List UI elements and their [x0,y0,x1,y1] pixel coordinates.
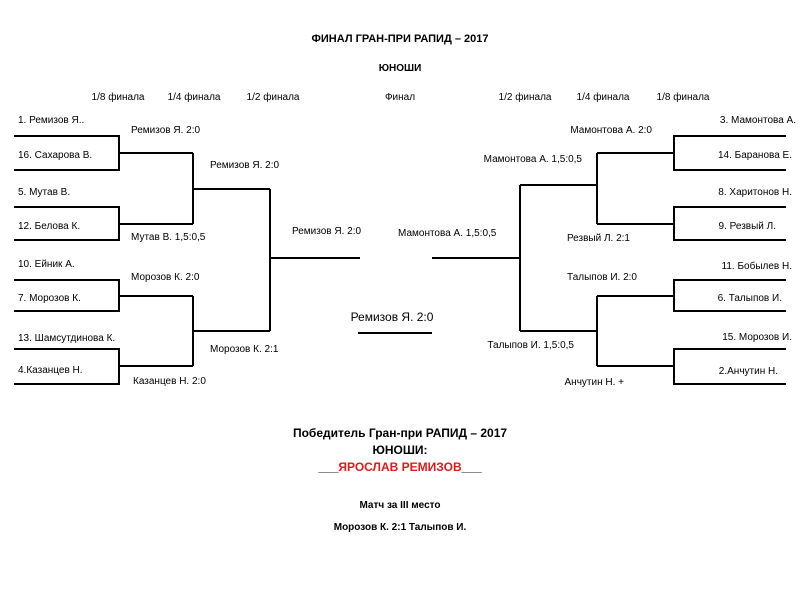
left-final-result: Ремизов Я. 2:0 [292,226,362,237]
left-r16-player: 4.Казанцев Н. [18,365,83,376]
left-r16-player: 12. Белова К. [18,221,81,232]
right-qf-result: Мамонтова А. 2:0 [570,125,652,136]
right-qf-result: Анчутин Н. + [564,377,625,388]
right-r16-player: 6. Талыпов И. [717,293,782,304]
third-place-heading: Матч за III место [359,500,441,511]
left-r16-player: 5. Мутав В. [18,187,71,198]
left-r16-player: 16. Сахарова В. [18,150,93,161]
right-r16-player: 11. Бобылев Н. [721,261,792,272]
right-r16-player: 8. Харитонов Н. [718,187,792,198]
winner-name-prefix: ___ [318,460,339,474]
page-subtitle: ЮНОШИ [378,63,422,74]
winner-heading: Победитель Гран-при РАПИД – 2017 [292,426,508,440]
winner-name: ЯРОСЛАВ РЕМИЗОВ [338,460,462,474]
round-label-left-qf: 1/4 финала [167,92,221,103]
right-r16-player: 9. Резвый Л. [718,221,776,232]
right-r16-player: 14. Баранова Е. [718,150,792,161]
left-sf-result: Морозов К. 2:1 [210,344,279,355]
left-sf-result: Ремизов Я. 2:0 [210,160,280,171]
left-qf-result: Ремизов Я. 2:0 [131,125,201,136]
left-r16-player: 7. Морозов К. [18,293,81,304]
round-label-left-r16: 1/8 финала [91,92,145,103]
left-r16-player: 10. Ейник А. [18,259,75,270]
right-r16-player: 2.Анчутин Н. [718,366,778,377]
winner-category: ЮНОШИ: [372,443,428,457]
round-label-left-sf: 1/2 финала [246,92,300,103]
left-qf-result: Казанцев Н. 2:0 [133,376,206,387]
right-r16-player: 3. Мамонтова А. [719,115,796,126]
round-label-right-r16: 1/8 финала [656,92,710,103]
winner-name-suffix: ___ [461,460,482,474]
right-final-result: Мамонтова А. 1,5:0,5 [398,228,497,239]
left-r16-player: 13. Шамсутдинова К. [18,333,116,344]
round-label-right-sf: 1/2 финала [498,92,552,103]
final-match-result: Ремизов Я. 2:0 [350,310,434,324]
left-qf-result: Морозов К. 2:0 [131,272,200,283]
right-qf-result: Талыпов И. 2:0 [567,272,637,283]
round-label-right-qf: 1/4 финала [576,92,630,103]
right-sf-result: Талыпов И. 1,5:0,5 [487,340,574,351]
third-place-result: Морозов К. 2:1 Талыпов И. [333,522,467,533]
right-sf-result: Мамонтова А. 1,5:0,5 [483,154,582,165]
right-r16-player: 15. Морозов И. [722,332,792,343]
right-qf-result: Резвый Л. 2:1 [566,233,630,244]
left-qf-result: Мутав В. 1,5:0,5 [131,232,206,243]
page-title: ФИНАЛ ГРАН-ПРИ РАПИД – 2017 [311,33,489,45]
left-r16-player: 1. Ремизов Я.. [18,115,85,126]
winner-name-line: ___ЯРОСЛАВ РЕМИЗОВ___ [318,461,481,473]
round-label-final: Финал [384,92,416,103]
